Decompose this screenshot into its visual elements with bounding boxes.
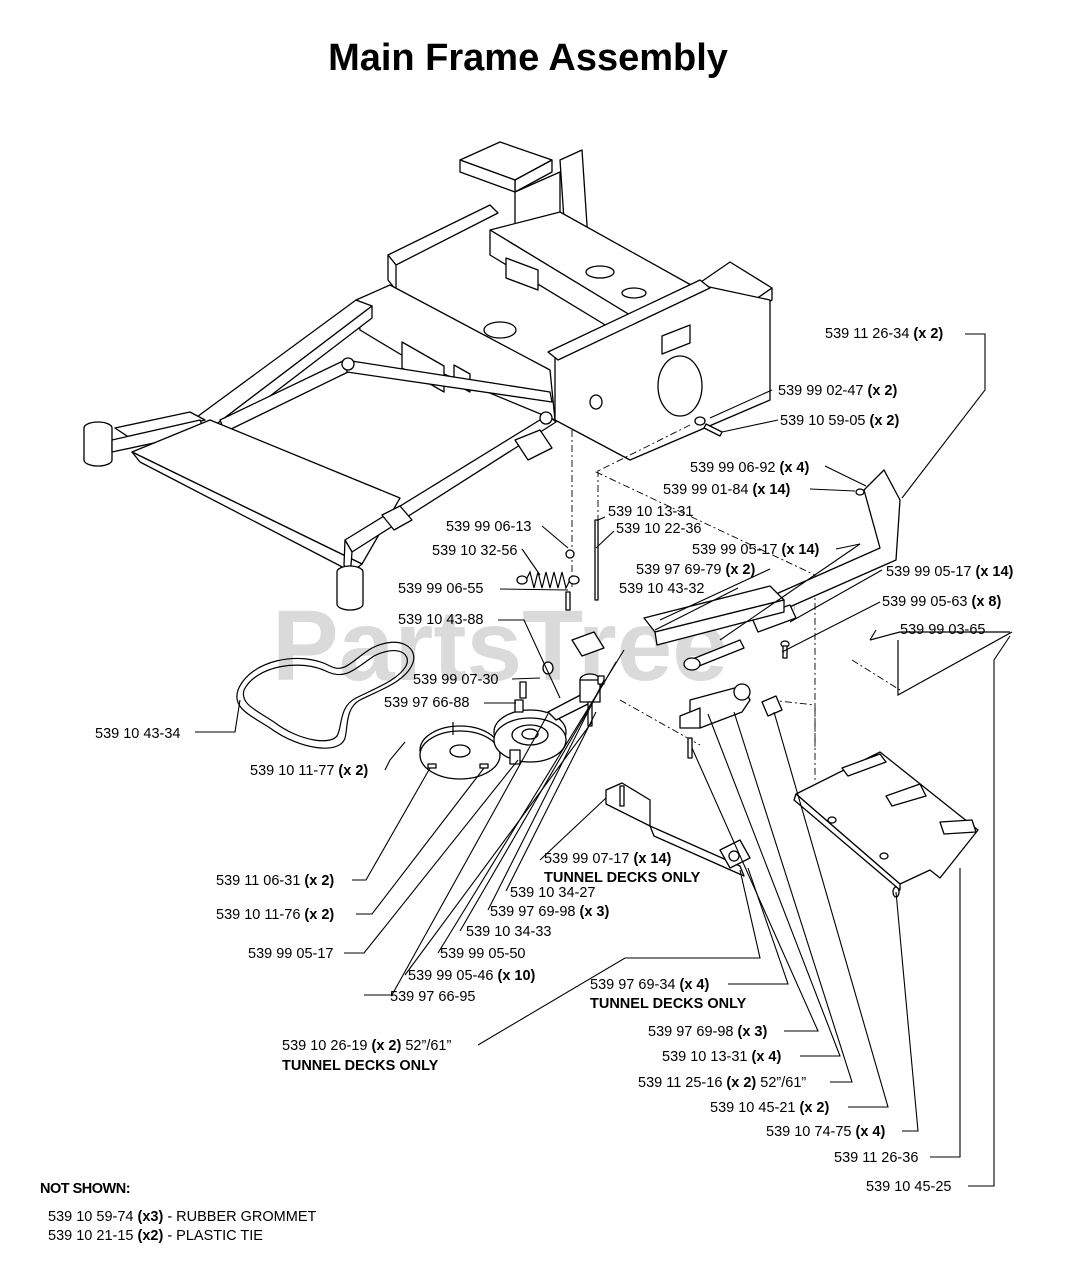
callout-539-99-07-30: 539 99 07-30 <box>413 672 498 688</box>
callout-539-99-01-84: 539 99 01-84 (x 14) <box>663 482 791 498</box>
main-frame <box>83 141 773 611</box>
callout-539-99-05-17-c: 539 99 05-17 <box>248 946 333 962</box>
callout-539-10-11-76: 539 10 11-76 (x 2) <box>216 907 334 923</box>
note-tunnel-decks-3: TUNNEL DECKS ONLY <box>282 1058 439 1074</box>
callout-539-99-05-46: 539 99 05-46 (x 10) <box>408 968 536 984</box>
leader-lines <box>195 333 1011 1187</box>
idler-arm-assembly <box>509 591 605 765</box>
note-tunnel-decks-1: TUNNEL DECKS ONLY <box>544 870 701 886</box>
pulley-flat <box>419 722 501 780</box>
callout-539-10-43-88: 539 10 43-88 <box>398 612 483 628</box>
callout-539-10-59-05: 539 10 59-05 (x 2) <box>780 413 899 429</box>
page-title: Main Frame Assembly <box>328 37 728 79</box>
callout-539-99-05-63: 539 99 05-63 (x 8) <box>882 594 1001 610</box>
callout-539-97-69-98-b: 539 97 69-98 (x 3) <box>648 1024 767 1040</box>
callout-539-97-69-79: 539 97 69-79 (x 2) <box>636 562 755 578</box>
deck-link-rod <box>869 631 1013 697</box>
callout-539-11-06-31: 539 11 06-31 (x 2) <box>216 873 334 889</box>
not-shown-heading: NOT SHOWN: <box>40 1181 130 1197</box>
callout-539-10-26-19: 539 10 26-19 (x 2) 52”/61” <box>282 1038 451 1054</box>
callout-539-99-05-17-b: 539 99 05-17 (x 14) <box>886 564 1014 580</box>
callout-539-10-13-31-b: 539 10 13-31 (x 4) <box>662 1049 781 1065</box>
note-tunnel-decks-2: TUNNEL DECKS ONLY <box>590 996 747 1012</box>
callout-539-99-06-92: 539 99 06-92 (x 4) <box>690 460 809 476</box>
callout-539-11-25-16: 539 11 25-16 (x 2) 52”/61” <box>638 1075 806 1091</box>
callout-539-99-06-13: 539 99 06-13 <box>446 519 531 535</box>
callout-539-11-26-36: 539 11 26-36 <box>834 1150 918 1166</box>
callout-539-10-13-31-a: 539 10 13-31 <box>608 504 693 520</box>
not-shown-item: 539 10 59-74 (x3) - RUBBER GROMMET <box>48 1209 316 1225</box>
deck-lift-arm <box>643 469 901 671</box>
callout-539-10-34-27: 539 10 34-27 <box>510 885 595 901</box>
callout-539-99-06-55: 539 99 06-55 <box>398 581 483 597</box>
not-shown-item: 539 10 21-15 (x2) - PLASTIC TIE <box>48 1228 263 1244</box>
callout-539-99-02-47: 539 99 02-47 (x 2) <box>778 383 897 399</box>
callout-539-10-74-75: 539 10 74-75 (x 4) <box>766 1124 885 1140</box>
caster-tube-right <box>336 565 364 611</box>
callout-539-99-05-50: 539 99 05-50 <box>440 946 525 962</box>
deck-plate <box>793 751 979 891</box>
callout-539-10-32-56: 539 10 32-56 <box>432 543 517 559</box>
callout-539-99-03-65: 539 99 03-65 <box>900 622 985 638</box>
spring <box>516 570 580 590</box>
callout-labels: 539 11 26-34 (x 2) 539 99 02-47 (x 2) 53… <box>95 326 1014 1195</box>
callout-539-10-45-21: 539 10 45-21 (x 2) <box>710 1100 829 1116</box>
callout-539-99-05-17-a: 539 99 05-17 (x 14) <box>692 542 820 558</box>
callout-539-11-26-34: 539 11 26-34 (x 2) <box>825 326 943 342</box>
callout-539-10-43-34: 539 10 43-34 <box>95 726 180 742</box>
belt <box>236 641 415 749</box>
callout-539-97-69-34: 539 97 69-34 (x 4) <box>590 977 709 993</box>
callout-539-97-66-95: 539 97 66-95 <box>390 989 475 1005</box>
callout-539-10-11-77: 539 10 11-77 (x 2) <box>250 763 368 779</box>
assembly-lines <box>571 424 901 780</box>
callout-539-99-07-17: 539 99 07-17 (x 14) <box>544 851 672 867</box>
callout-539-10-22-36: 539 10 22-36 <box>616 521 701 537</box>
callout-539-10-45-25: 539 10 45-25 <box>866 1179 951 1195</box>
callout-539-97-69-98-a: 539 97 69-98 (x 3) <box>490 904 609 920</box>
callout-539-97-66-88: 539 97 66-88 <box>384 695 469 711</box>
pivot-bracket <box>679 683 751 729</box>
callout-539-10-34-33: 539 10 34-33 <box>466 924 551 940</box>
callout-539-10-43-32: 539 10 43-32 <box>619 581 704 597</box>
caster-tube-left <box>83 419 206 467</box>
not-shown-list: NOT SHOWN: 539 10 59-74 (x3) - RUBBER GR… <box>40 1181 316 1244</box>
